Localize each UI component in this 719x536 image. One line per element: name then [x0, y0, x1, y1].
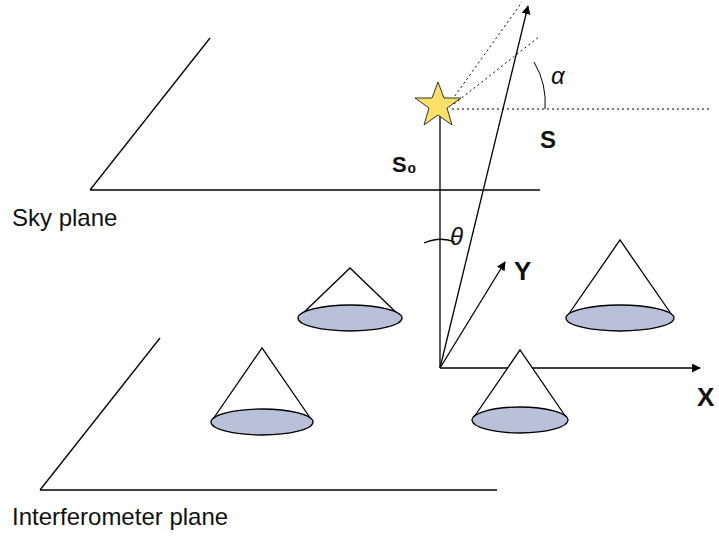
angle-label: α [551, 64, 565, 88]
plane-label: Interferometer plane [12, 505, 228, 529]
angle-guides [452, 2, 712, 109]
antenna-dish [472, 350, 568, 433]
angle-label: θ [450, 225, 463, 249]
vector-label: S [540, 128, 556, 152]
antenna-dish [211, 240, 674, 435]
axes [424, 6, 700, 368]
plane-label: Sky plane [12, 206, 117, 230]
interferometer-plane [40, 338, 497, 490]
axis-label: X [697, 384, 714, 410]
vector-label: S₀ [392, 154, 417, 176]
source-star [415, 82, 461, 125]
sky-plane [90, 38, 540, 190]
axis-label: Y [514, 258, 531, 284]
